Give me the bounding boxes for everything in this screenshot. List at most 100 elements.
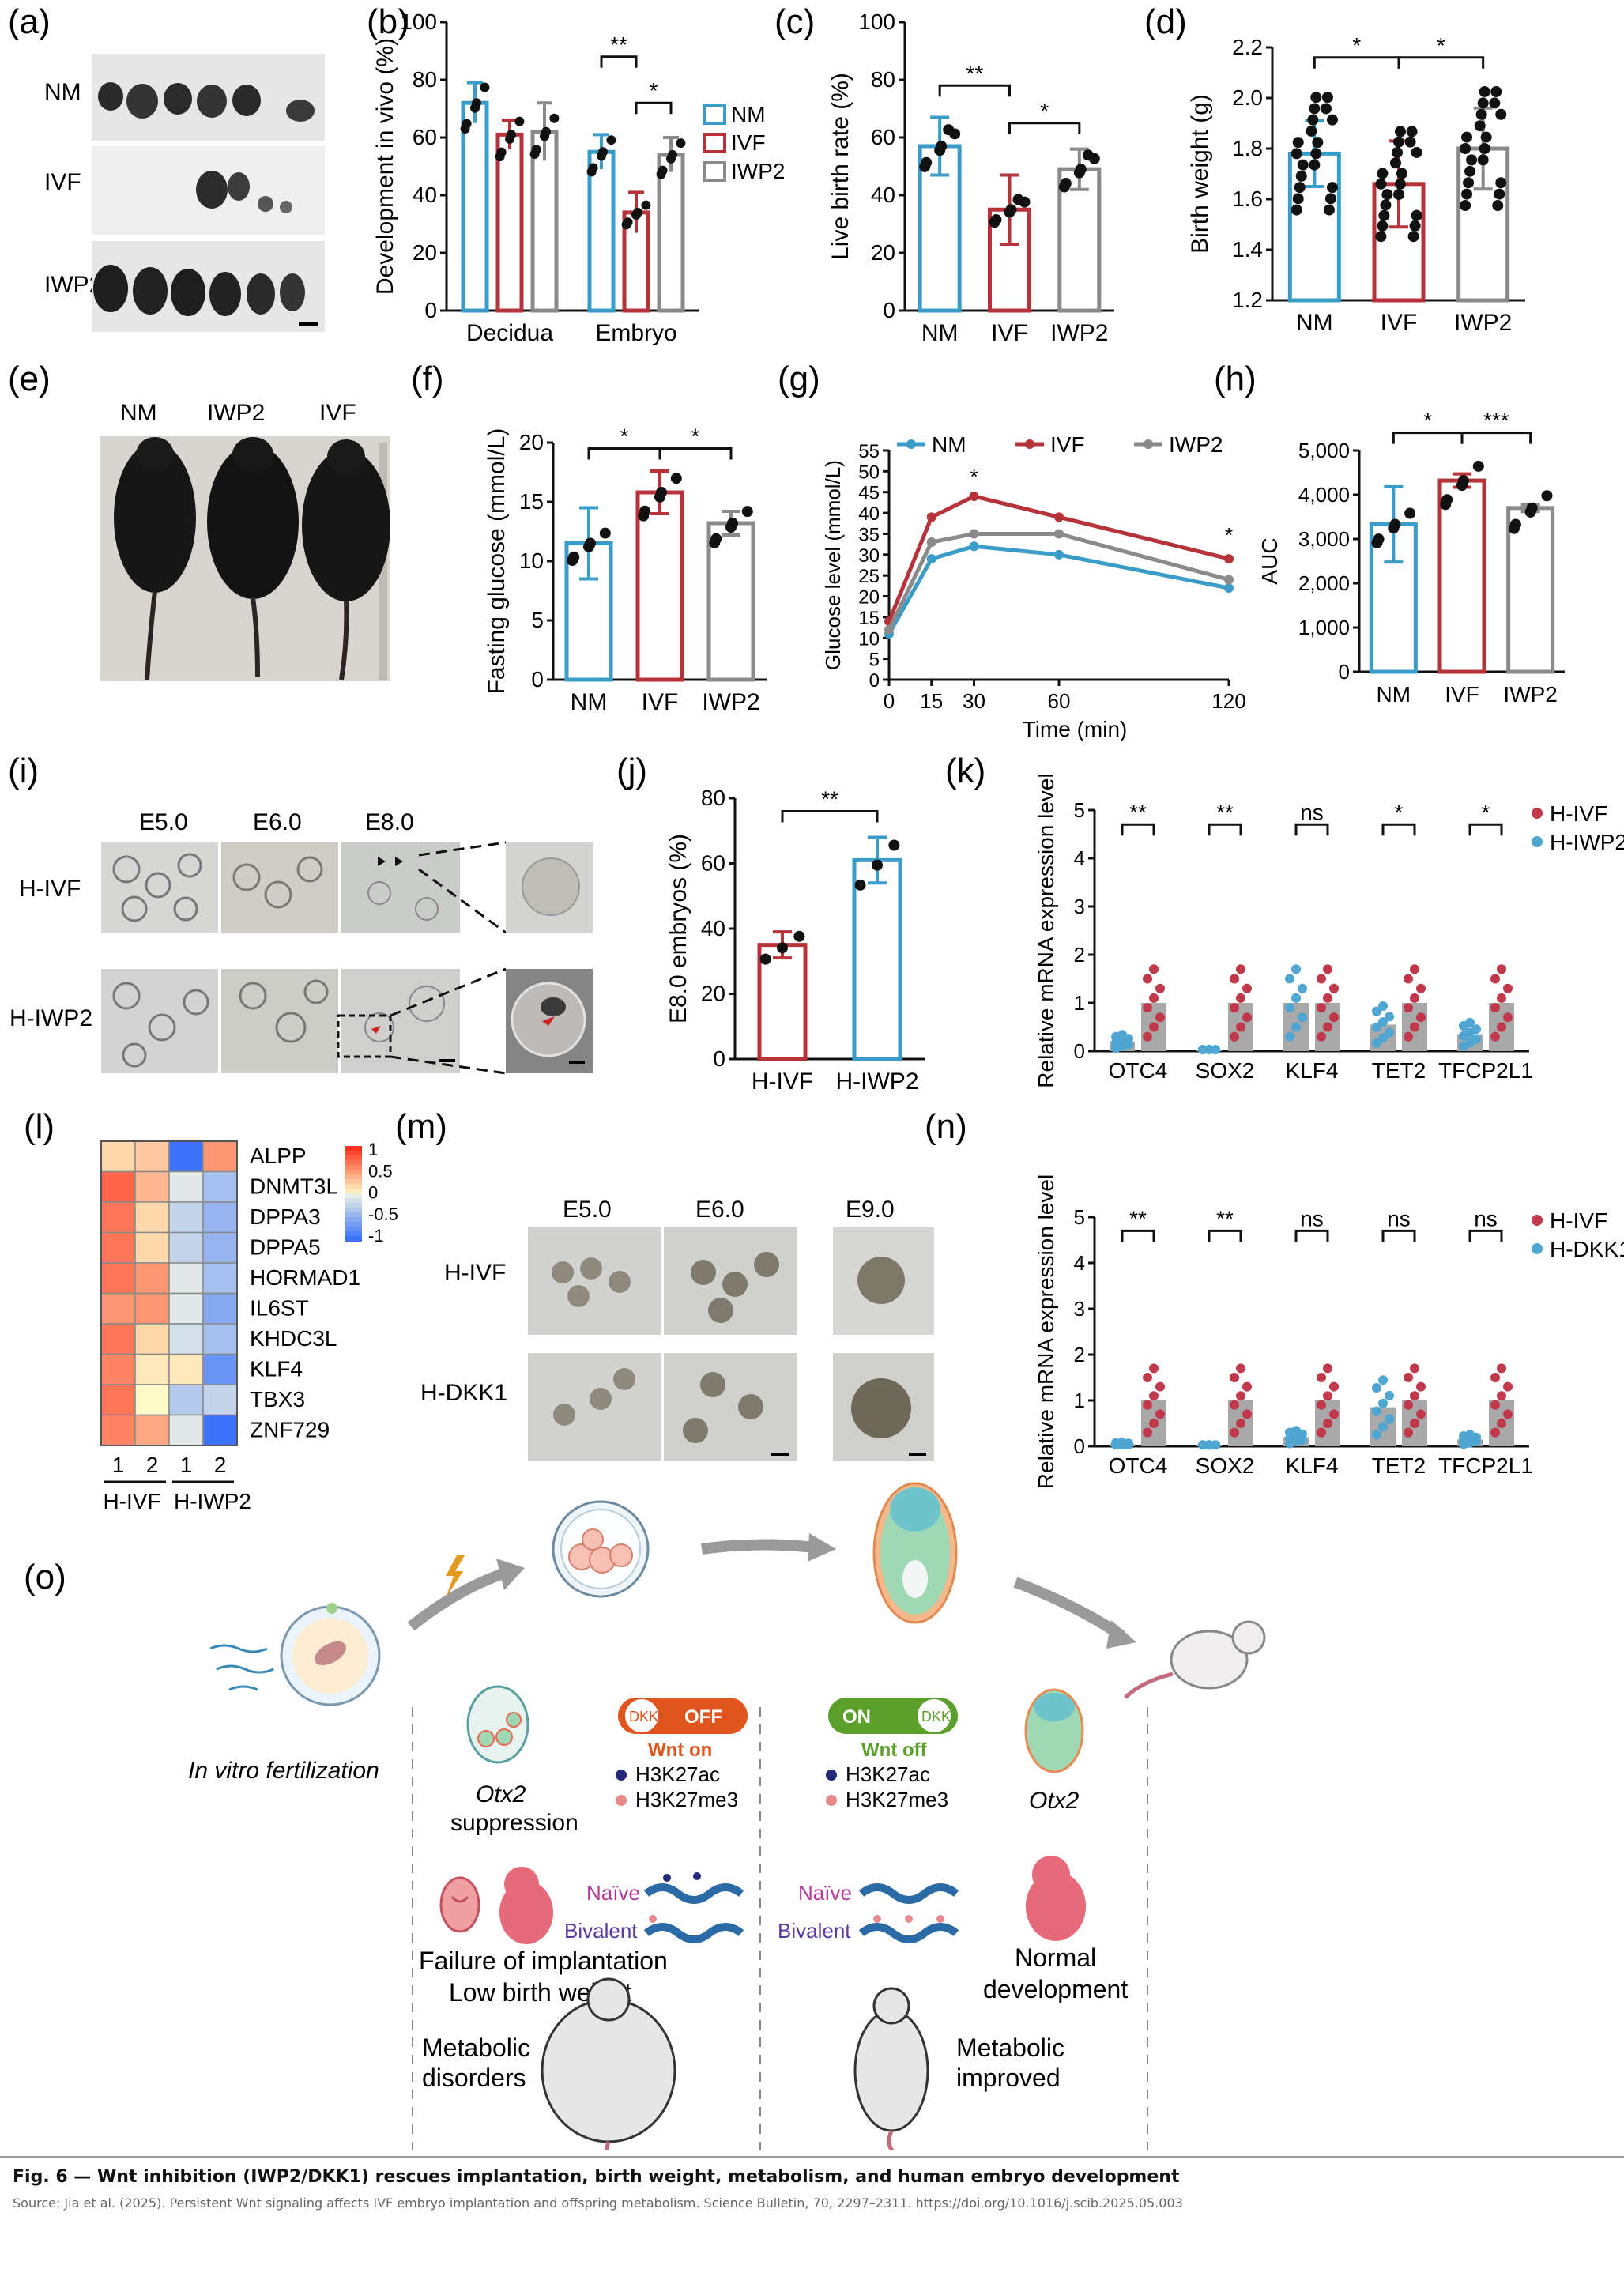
panel-k-dot xyxy=(1497,1022,1506,1032)
panel-d-dot xyxy=(1475,108,1487,120)
panel-d-dot xyxy=(1492,200,1504,211)
panel-l-row-label: TBX3 xyxy=(250,1387,305,1412)
panel-n-dot xyxy=(1372,1430,1381,1440)
panel-b-y-axis-label: Development in vivo (%) xyxy=(372,38,398,295)
panel-n-sig-bracket xyxy=(1294,1229,1329,1242)
panel-d-dot xyxy=(1380,199,1392,211)
adult-mouse-icon xyxy=(1124,1620,1266,1699)
bivalent-right: Bivalent xyxy=(778,1919,851,1943)
panel-f-dot xyxy=(568,551,580,563)
panel-d-y-axis-label: Birth weight (g) xyxy=(1187,94,1213,254)
panel-label-j: (j) xyxy=(616,752,647,790)
panel-n-sig-significance: ns xyxy=(1300,1206,1324,1231)
panel-b-y-tick-label: 60 xyxy=(413,125,437,149)
panel-n-category-label: SOX2 xyxy=(1196,1453,1255,1478)
panel-k-dot xyxy=(1155,1012,1165,1023)
panel-n-dot xyxy=(1143,1373,1152,1382)
panel-k-sig-bracket xyxy=(1294,823,1329,836)
arrow-1 xyxy=(407,1559,525,1631)
panel-l-scale-step xyxy=(345,1217,362,1223)
panel-l-scale-step xyxy=(345,1184,362,1189)
panel-l-cell xyxy=(100,1323,136,1355)
panel-h-sig-bracket xyxy=(1460,432,1532,444)
panel-l-row-label: ZNF729 xyxy=(250,1418,330,1442)
panel-label-k: (k) xyxy=(945,752,985,790)
panel-k-dot xyxy=(1385,1027,1394,1038)
panel-h-sig-bracket xyxy=(1392,432,1464,444)
panel-c-dot xyxy=(1012,194,1024,205)
panel-h-y-axis-label: AUC xyxy=(1257,537,1282,584)
panel-l-row-label: KHDC3L xyxy=(250,1326,337,1351)
obese-mouse-icon xyxy=(541,1977,676,2150)
mouse-label-nm: NM xyxy=(120,400,157,426)
panel-d-dot xyxy=(1395,126,1406,138)
small-fetus-icon xyxy=(499,1867,553,1944)
panel-k-dot xyxy=(1490,1003,1500,1013)
panel-n-sig-bracket xyxy=(1381,1229,1416,1242)
panel-d-dot xyxy=(1477,154,1489,166)
panel-f-dot xyxy=(741,506,753,518)
otx2-suppression-word: suppression xyxy=(450,1810,578,1836)
panel-f-sig-bracket xyxy=(658,447,733,460)
panel-k-category-label: OTC4 xyxy=(1109,1058,1168,1083)
panel-g-y-tick-label: 45 xyxy=(858,483,880,504)
panel-c-dot xyxy=(990,214,1002,226)
panel-k-category-label: TFCP2L1 xyxy=(1438,1058,1533,1083)
panel-h-dot xyxy=(1389,518,1401,530)
panel-n-dot xyxy=(1236,1419,1245,1428)
panel-f-dot xyxy=(599,527,611,539)
panel-l-cell xyxy=(202,1231,238,1264)
oocyte-icon xyxy=(209,1603,381,1706)
panel-g-y-axis-label: Glucose level (mmol/L) xyxy=(821,460,845,670)
panel-n-dot xyxy=(1236,1391,1245,1401)
panel-h-y-tick-label: 3,000 xyxy=(1298,527,1350,551)
panel-c-y-tick-label: 40 xyxy=(871,183,895,207)
panel-g-point xyxy=(1224,583,1234,593)
panel-k-dot xyxy=(1285,1031,1294,1042)
panel-k-y-tick-label: 1 xyxy=(1074,991,1085,1015)
panel-j-dot xyxy=(854,879,866,891)
panel-h-category-label: IVF xyxy=(1445,682,1479,707)
panel-d-dot xyxy=(1309,159,1321,171)
panel-n-legend-label: H-IVF xyxy=(1550,1208,1607,1233)
panel-k-category-label: SOX2 xyxy=(1196,1058,1255,1083)
panel-b-legend-swatch xyxy=(703,161,726,182)
panel-n-dot xyxy=(1378,1375,1388,1385)
panel-l-row-label: ALPP xyxy=(250,1144,307,1168)
panel-k-dot xyxy=(1236,993,1245,1003)
panel-j-sig-significance: ** xyxy=(821,787,838,812)
panel-c-category-label: IWP2 xyxy=(1050,320,1108,346)
panel-n-dot xyxy=(1372,1406,1381,1416)
panel-c-dot xyxy=(1075,164,1087,175)
panel-l-scale-step xyxy=(345,1222,362,1227)
mouse-label-ivf: IVF xyxy=(319,400,356,426)
panel-d-dot xyxy=(1326,114,1338,126)
panel-g-legend-label: IVF xyxy=(1050,432,1085,457)
panel-c-sig-significance: * xyxy=(1040,99,1049,123)
panel-c-category-label: NM xyxy=(921,320,959,346)
panel-b-dot xyxy=(531,145,541,155)
panel-c-dot xyxy=(921,156,933,168)
toggle-dkk1-label: DKK1 xyxy=(629,1709,666,1724)
panel-k-dot xyxy=(1236,1022,1245,1032)
panel-k-dot xyxy=(1329,1012,1339,1023)
panel-label-h: (h) xyxy=(1214,360,1257,398)
panel-l-cell xyxy=(168,1201,204,1234)
panel-d-dot xyxy=(1479,143,1490,154)
panel-k-y-tick-label: 0 xyxy=(1074,1039,1085,1063)
panel-l-cell xyxy=(100,1414,136,1446)
panel-d-dot xyxy=(1307,114,1319,126)
panel-k-sig-significance: ns xyxy=(1300,800,1324,824)
panel-label-i: (i) xyxy=(8,752,39,790)
panel-l-scale-step xyxy=(345,1174,362,1180)
panel-n-dot xyxy=(1404,1373,1413,1382)
panel-k-dot xyxy=(1298,1012,1307,1023)
panel-n-dot xyxy=(1503,1381,1513,1392)
panel-g-point xyxy=(1054,529,1064,539)
chromatin-right xyxy=(858,1883,959,1943)
panel-d-dot xyxy=(1310,92,1322,104)
panel-l-cell xyxy=(134,1384,170,1416)
normal-fetus-icon xyxy=(1026,1856,1086,1941)
